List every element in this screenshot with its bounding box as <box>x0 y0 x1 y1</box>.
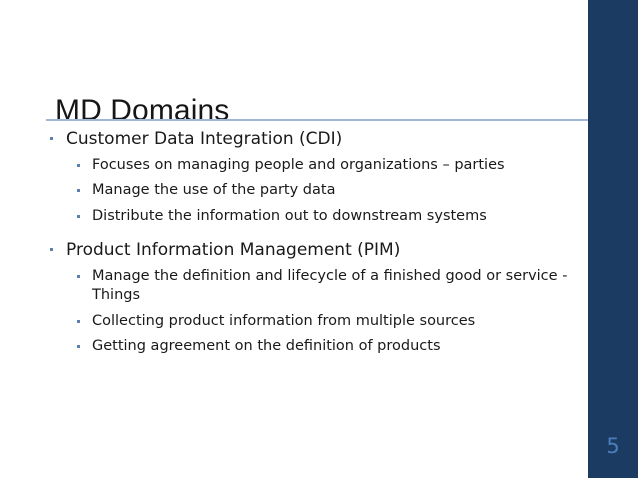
square-bullet-icon <box>77 344 80 348</box>
bullet-level2-label: Manage the use of the party data <box>92 182 336 199</box>
bullet-level1-label: Customer Data Integration (CDI) <box>66 129 343 149</box>
square-bullet-icon <box>77 214 80 218</box>
slide-title: MD Domains <box>55 94 230 128</box>
bullet-level2-label: Getting agreement on the definition of p… <box>92 337 441 354</box>
bullet-level1-label: Product Information Management (PIM) <box>66 239 401 260</box>
square-bullet-icon <box>50 137 53 140</box>
square-bullet-icon <box>77 189 80 193</box>
square-bullet-icon <box>50 247 53 251</box>
bullet-level2-label: Focuses on managing people and organizat… <box>92 157 505 174</box>
square-bullet-icon <box>77 319 80 323</box>
bullet-level2-label: Manage the definition and lifecycle of a… <box>92 268 568 304</box>
bullet-level2-item: Manage the definition and lifecycle of a… <box>46 267 586 306</box>
bullet-level2-item: Manage the use of the party data <box>46 181 586 200</box>
bullet-level2-item: Focuses on managing people and organizat… <box>46 156 586 175</box>
page-number: 5 <box>606 434 620 458</box>
bullet-group-cdi: Customer Data Integration (CDI) Focuses … <box>46 128 586 226</box>
bullet-level1-pim: Product Information Management (PIM) <box>46 239 586 261</box>
square-bullet-icon <box>77 275 80 279</box>
bullet-level2-item: Distribute the information out to downst… <box>46 207 586 226</box>
bullet-level2-item: Getting agreement on the definition of p… <box>46 337 586 356</box>
bullet-level1-cdi: Customer Data Integration (CDI) <box>46 128 586 150</box>
title-underline-rule <box>46 119 588 121</box>
slide-body: Customer Data Integration (CDI) Focuses … <box>46 128 586 356</box>
bullet-level2-item: Collecting product information from mult… <box>46 312 586 331</box>
square-bullet-icon <box>77 164 80 168</box>
right-accent-band <box>588 0 638 478</box>
bullet-level2-label: Collecting product information from mult… <box>92 312 476 329</box>
bullet-group-pim: Product Information Management (PIM) Man… <box>46 239 586 356</box>
bullet-level2-label: Distribute the information out to downst… <box>92 207 487 224</box>
